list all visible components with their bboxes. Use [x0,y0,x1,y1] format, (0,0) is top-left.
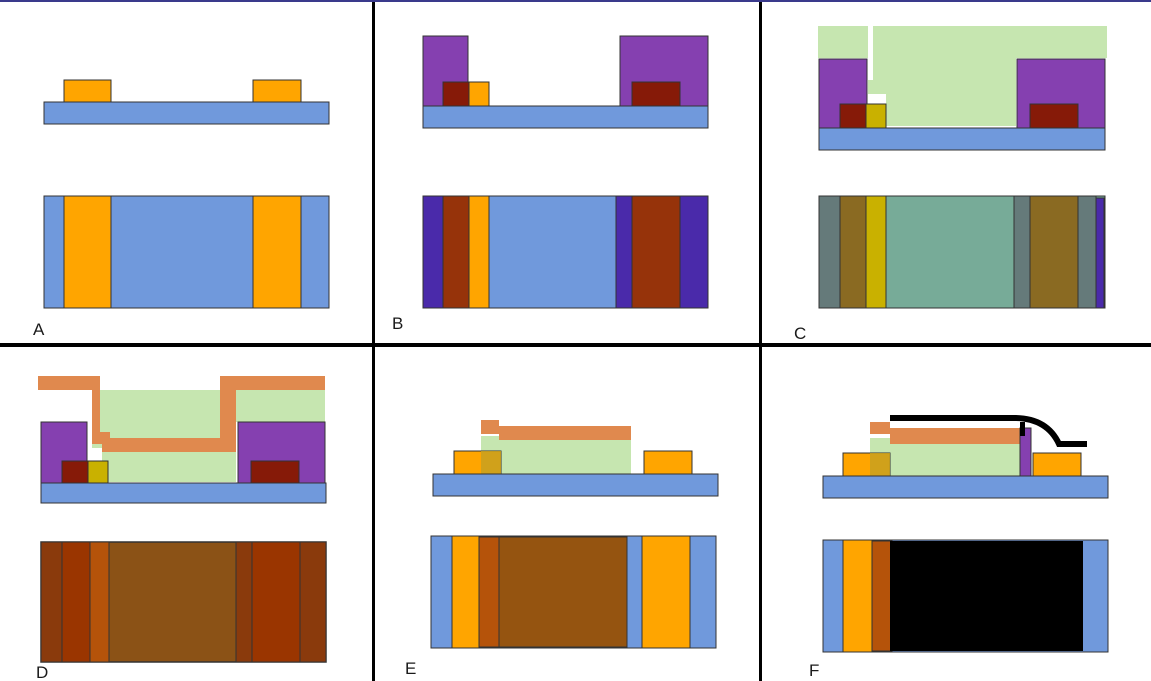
green-layer-left-cap [818,26,868,58]
panel-label-d: D [36,663,49,681]
electrode-overlap [481,451,501,475]
green-layer-cross-section [481,436,631,476]
green-layer-cross-section [870,438,1020,476]
top-view-strip-left [40,541,63,663]
panel-c: C [762,2,1151,345]
electrode-left-cross-section [63,79,112,103]
panel-d-drawing [38,376,327,663]
panel-b-drawing [422,35,709,309]
panel-e: E [375,348,759,681]
top-view-strip-mid [1013,195,1031,309]
electrode-right-cross-section [252,79,302,103]
electrode-under-resist-right [250,460,300,484]
panel-label-a: A [33,320,45,339]
electrode-exposed-top-view [468,195,490,309]
black-layer-top-view [890,541,1083,651]
substrate-cross-section [422,105,709,129]
green-layer-cross-section [38,390,325,482]
panel-d: D [0,348,372,681]
electrode-under-resist-right [1029,103,1079,129]
electrode-overlap [870,453,890,476]
black-top-electrode-pad [1020,422,1025,436]
electrode-right-top-view [641,535,691,649]
copper-layer-cross-section [870,422,1020,444]
vertical-divider-left [372,2,375,681]
panel-b: B [375,2,759,345]
electrode-left-top-view [63,195,112,309]
electrode-under-resist-left [61,460,89,484]
top-view-strip-edge [1095,197,1105,309]
electrode-exposed-left [468,81,490,107]
top-view-strip-right [299,541,327,663]
panel-label-f: F [809,661,820,680]
substrate-cross-section [822,475,1109,499]
copper-layer-cross-section [38,376,325,452]
electrode-overlap-top-view [871,540,893,652]
top-view-electrode-exposed [865,195,887,309]
panel-e-drawing [430,420,719,649]
resist-strip-right [679,195,709,309]
electrode-under-resist-left [442,81,470,107]
electrode-right-top-view [252,195,302,309]
device-channel-top-view [478,536,628,648]
panel-label-c: C [794,324,807,343]
electrode-exposed-left [87,460,109,484]
black-top-electrode [890,415,1087,447]
panel-f: F [762,348,1151,681]
resist-strip-mid [615,195,633,309]
top-view-strip-right [1077,195,1097,309]
top-view-electrode-covered-right [1029,195,1079,309]
electrode-under-resist-left [839,103,867,129]
panel-label-e: E [405,659,417,678]
resist-strip-left [422,195,444,309]
panel-f-drawing [822,415,1109,653]
copper-layer-cross-section [481,420,631,440]
substrate-cross-section [432,473,719,497]
top-view-electrode-covered-left [839,195,867,309]
electrode-covered-left [442,195,470,309]
top-view-electrode-covered-right [251,541,301,663]
panel-a-drawing [43,79,330,309]
substrate-cross-section [43,101,330,125]
panel-label-b: B [392,314,404,333]
vertical-divider-right [759,2,762,681]
panel-a: A [0,2,372,345]
electrode-right-cross-section [1032,452,1082,477]
electrode-under-resist-right [631,81,681,107]
substrate-cross-section [818,127,1106,151]
electrode-overlap-top-view [478,536,500,648]
top-view-electrode-exposed [89,541,110,663]
electrode-right-cross-section [643,450,693,476]
electrode-covered-right [631,195,681,309]
horizontal-divider [0,343,1151,347]
top-view-strip-left [818,195,841,309]
green-layer-cross-section [818,26,1107,126]
top-view-electrode-covered-left [61,541,91,663]
top-border [0,0,1151,2]
panel-c-drawing [818,26,1107,309]
top-view-strip-mid [235,541,253,663]
electrode-exposed-left [865,103,887,129]
substrate-cross-section [40,482,327,504]
